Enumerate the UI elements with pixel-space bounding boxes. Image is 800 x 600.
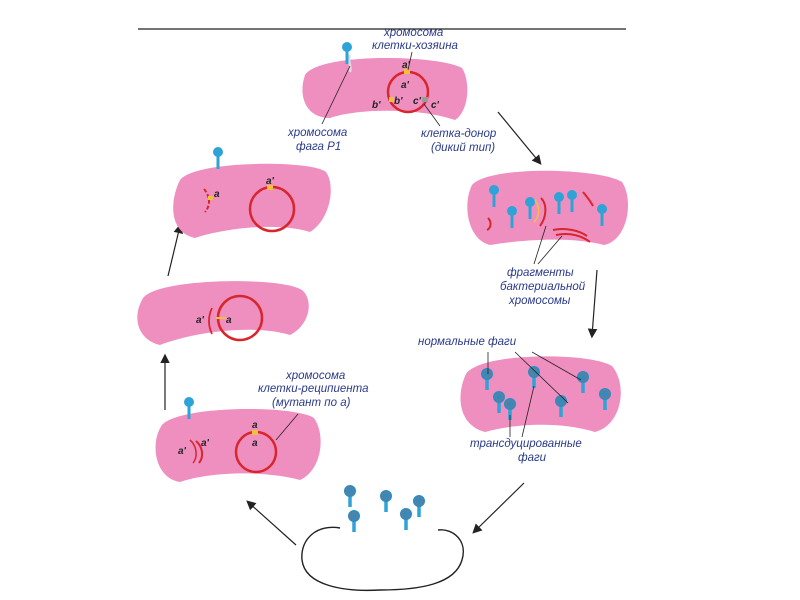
transductant-cell: a' a (173, 145, 331, 238)
arrow-lysis-to-released (472, 482, 525, 534)
normal-phages-pointer-3 (531, 351, 582, 381)
fragments-pointer-2 (537, 235, 563, 265)
transduced-phages-label-1: трансдуцированные (470, 438, 582, 450)
host-chromosome-label-2: клетки-хозяина (372, 40, 458, 52)
fragments-label-3: хромосомы (508, 295, 571, 307)
recipient-chromosome-label-3: (мутант по а) (272, 397, 351, 409)
transduced-phages-label-2: фаги (518, 452, 547, 464)
recombination-cell: a' a (137, 281, 309, 345)
normal-phages-pointer-2 (514, 351, 569, 404)
gene-label-a-prime-1: a' (402, 60, 411, 71)
gene-label-a-prime-2: a' (401, 80, 410, 91)
gene-label-c-prime-outer: c' (431, 100, 440, 111)
normal-phages-label: нормальные фаги (418, 336, 517, 348)
donor-cell: a' a' b' b' c' c' (302, 40, 468, 120)
gene-label-a-recipient-2: a (252, 438, 258, 449)
gene-label-a-prime-recombinant: a' (196, 315, 205, 326)
phage-chromosome-pointer (321, 65, 351, 125)
host-chromosome-label-1: хромосома (383, 27, 443, 39)
gene-label-a-prime-recipient-2: a' (201, 438, 210, 449)
gene-label-a-prime-recipient-1: a' (178, 446, 187, 457)
fragments-label-2: бактериальной (500, 281, 586, 293)
arrow-released-to-recipient (246, 500, 297, 546)
arrow-integration-to-transductant (167, 223, 183, 277)
infected-cell (467, 170, 628, 245)
recipient-chromosome-label-1: хромосома (285, 370, 345, 382)
gene-label-a-recombinant: a (226, 315, 232, 326)
gene-label-a-prime-transductant: a' (266, 176, 275, 187)
gene-label-c-prime-inner: c' (413, 96, 422, 107)
recipient-chromosome-label-2: клетки-реципиента (258, 383, 368, 395)
phage-chromosome-label-1: хромосома (287, 127, 347, 139)
donor-cell-pointer (423, 103, 441, 127)
recipient-chromosome-pointer (275, 413, 299, 441)
transduced-phages-pointer-2 (521, 385, 535, 438)
lysed-cell-remnant (301, 483, 464, 592)
donor-cell-label-2: (дикий тип) (431, 142, 495, 154)
phage-p1-chromosome (340, 40, 354, 73)
host-chromosome-pointer (407, 51, 413, 71)
fragments-label-1: фрагменты (507, 267, 574, 279)
phage-chromosome-label-2: фага Р1 (296, 141, 341, 153)
gene-label-b-prime-outer: b' (372, 100, 381, 111)
gene-label-a-recipient-1: a (252, 420, 258, 431)
donor-cell-label-1: клетка-донор (421, 128, 497, 140)
arrow-fragments-to-lysis (587, 269, 598, 339)
gene-label-a-fragment: a (214, 189, 220, 200)
lysing-cell (460, 356, 621, 432)
fragments-pointer-1 (533, 225, 547, 265)
gene-label-b-prime-inner: b' (394, 96, 403, 107)
arrow-donor-to-fragments (497, 111, 542, 165)
recipient-cell: a' a' a a (155, 395, 321, 482)
